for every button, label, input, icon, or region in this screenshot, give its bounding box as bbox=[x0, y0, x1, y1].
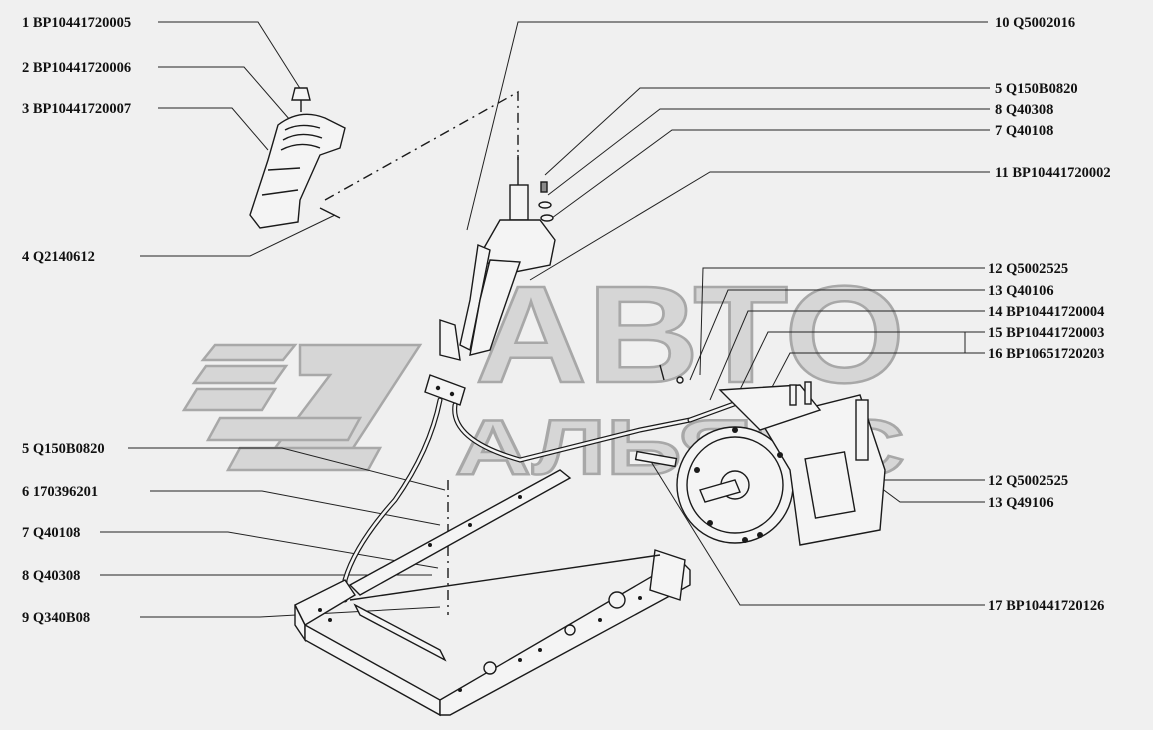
callout-label: 6 170396201 bbox=[22, 484, 98, 500]
callout-label: 5 Q150B0820 bbox=[995, 81, 1078, 97]
callout-label: 12 Q5002525 bbox=[988, 261, 1068, 277]
callout-label: 12 Q5002525 bbox=[988, 473, 1068, 489]
shift-knob bbox=[291, 87, 311, 101]
callout-label: 17 BP10441720126 bbox=[988, 598, 1104, 614]
callout-label: 9 Q340B08 bbox=[22, 610, 90, 626]
callout-label: 14 BP10441720004 bbox=[988, 304, 1104, 320]
logo-stripe bbox=[181, 387, 278, 412]
shift-boot bbox=[249, 113, 346, 229]
logo-stripe bbox=[225, 446, 383, 472]
left-leader-lines bbox=[100, 21, 446, 618]
left-callout-labels: 1 BP10441720005 2 BP10441720006 3 BP1044… bbox=[22, 15, 131, 626]
right-callout-labels: 10 Q5002016 5 Q150B0820 8 Q40308 7 Q4010… bbox=[988, 15, 1111, 614]
callout-label: 4 Q2140612 bbox=[22, 249, 95, 265]
callout-label: 5 Q150B0820 bbox=[22, 441, 105, 457]
callout-label: 3 BP10441720007 bbox=[22, 101, 131, 117]
callout-label: 2 BP10441720006 bbox=[22, 60, 131, 76]
callout-label: 7 Q40108 bbox=[22, 525, 80, 541]
logo-stripe bbox=[200, 343, 298, 362]
callout-label: 16 BP10651720203 bbox=[988, 346, 1104, 362]
callout-label: 8 Q40308 bbox=[22, 568, 80, 584]
callout-label: 10 Q5002016 bbox=[995, 15, 1075, 31]
assembly-axis-lines bbox=[324, 90, 519, 615]
shift-knob-assembly bbox=[249, 87, 346, 229]
gearbox-assembly bbox=[634, 364, 886, 546]
logo-stripe bbox=[191, 364, 289, 385]
callout-label: 13 Q40106 bbox=[988, 283, 1054, 299]
watermark-line1: АВТО bbox=[475, 258, 905, 412]
callout-label: 1 BP10441720005 bbox=[22, 15, 131, 31]
callout-label: 11 BP10441720002 bbox=[995, 165, 1111, 181]
vehicle-frame bbox=[294, 469, 691, 717]
logo-stripe bbox=[205, 416, 363, 442]
shift-lever-housing bbox=[424, 155, 556, 406]
callout-label: 15 BP10441720003 bbox=[988, 325, 1104, 341]
callout-label: 13 Q49106 bbox=[988, 495, 1054, 511]
callout-label: 7 Q40108 bbox=[995, 123, 1053, 139]
shift-cables bbox=[342, 397, 748, 603]
callout-label: 8 Q40308 bbox=[995, 102, 1053, 118]
